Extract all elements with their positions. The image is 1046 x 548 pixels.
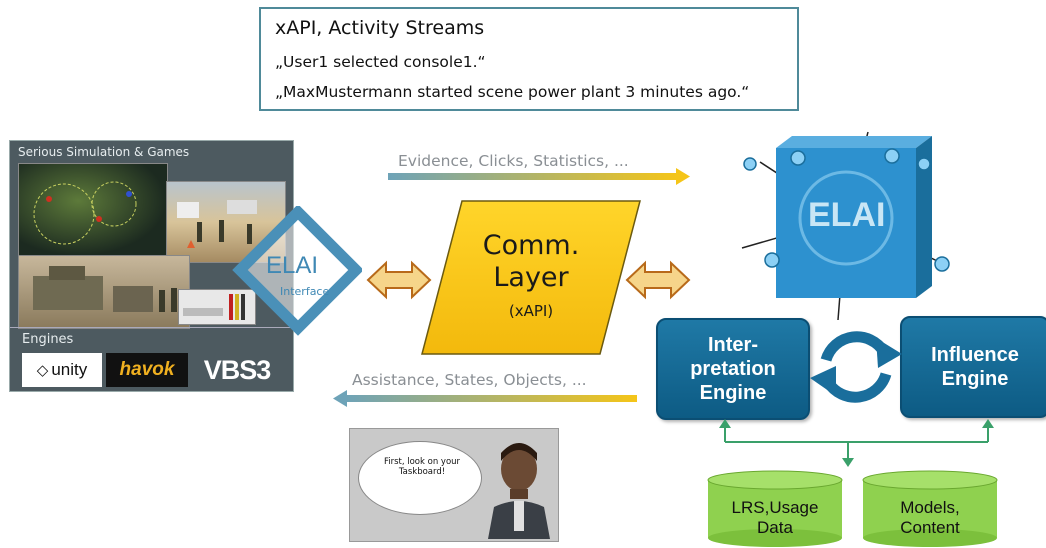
engines-label: Engines <box>22 332 74 347</box>
elai-cube-label: ELAI <box>808 196 886 234</box>
xapi-example-2: „MaxMustermann started scene power plant… <box>275 83 750 101</box>
comm-layer-shape <box>421 200 641 355</box>
elai-cube <box>741 131 950 321</box>
unity-logo: ◇unity <box>22 353 102 387</box>
comm-layer-subtitle: (xAPI) <box>508 302 554 320</box>
interpretation-engine-box: Inter- pretation Engine <box>656 318 810 420</box>
database-connectors <box>719 419 994 467</box>
lrs-database-label: LRS,Usage Data <box>731 498 819 537</box>
lrs-database-icon <box>707 470 843 547</box>
speech-bubble-text: First, look on your Taskboard! <box>383 457 461 477</box>
xapi-title: xAPI, Activity Streams <box>275 17 485 39</box>
cycle-arrows-icon <box>810 331 902 403</box>
unity-cube-icon: ◇ <box>36 362 49 379</box>
xapi-example-1: „User1 selected console1.“ <box>275 53 486 71</box>
comm-layer-title: Comm. Layer <box>482 230 580 293</box>
models-database-label: Models, Content <box>900 498 960 537</box>
hud-icon <box>183 294 245 320</box>
havok-logo: havok <box>106 353 188 387</box>
soldiers-icon <box>177 200 270 250</box>
vbs3-logo: VBS3 <box>203 354 272 385</box>
game-scene-map <box>18 163 168 257</box>
game-scene-hud <box>178 289 256 325</box>
map-overlay-icon <box>33 181 137 245</box>
left-double-arrow <box>366 260 432 300</box>
avatar-icon <box>488 443 550 539</box>
game-scene-vehicles <box>18 255 190 329</box>
assistance-flow-arrow <box>333 390 637 407</box>
elai-interface-diamond <box>232 206 362 336</box>
assistance-flow-label: Assistance, States, Objects, ... <box>352 371 587 389</box>
right-double-arrow <box>625 260 691 300</box>
models-database-icon <box>862 470 998 547</box>
evidence-flow-arrow <box>388 168 690 185</box>
simulation-games-label: Serious Simulation & Games <box>18 145 190 159</box>
speech-bubble <box>358 441 482 515</box>
panel-divider <box>10 327 293 328</box>
influence-engine-box: Influence Engine <box>900 316 1046 418</box>
tank-icon <box>33 266 177 312</box>
evidence-flow-label: Evidence, Clicks, Statistics, ... <box>398 152 629 170</box>
xapi-activity-streams-box: xAPI, Activity Streams „User1 selected c… <box>259 7 799 111</box>
elai-interface-subtitle: Interface <box>280 285 330 298</box>
elai-interface-title: ELAI <box>266 252 319 279</box>
assistant-screenshot: First, look on your Taskboard! <box>349 428 559 542</box>
